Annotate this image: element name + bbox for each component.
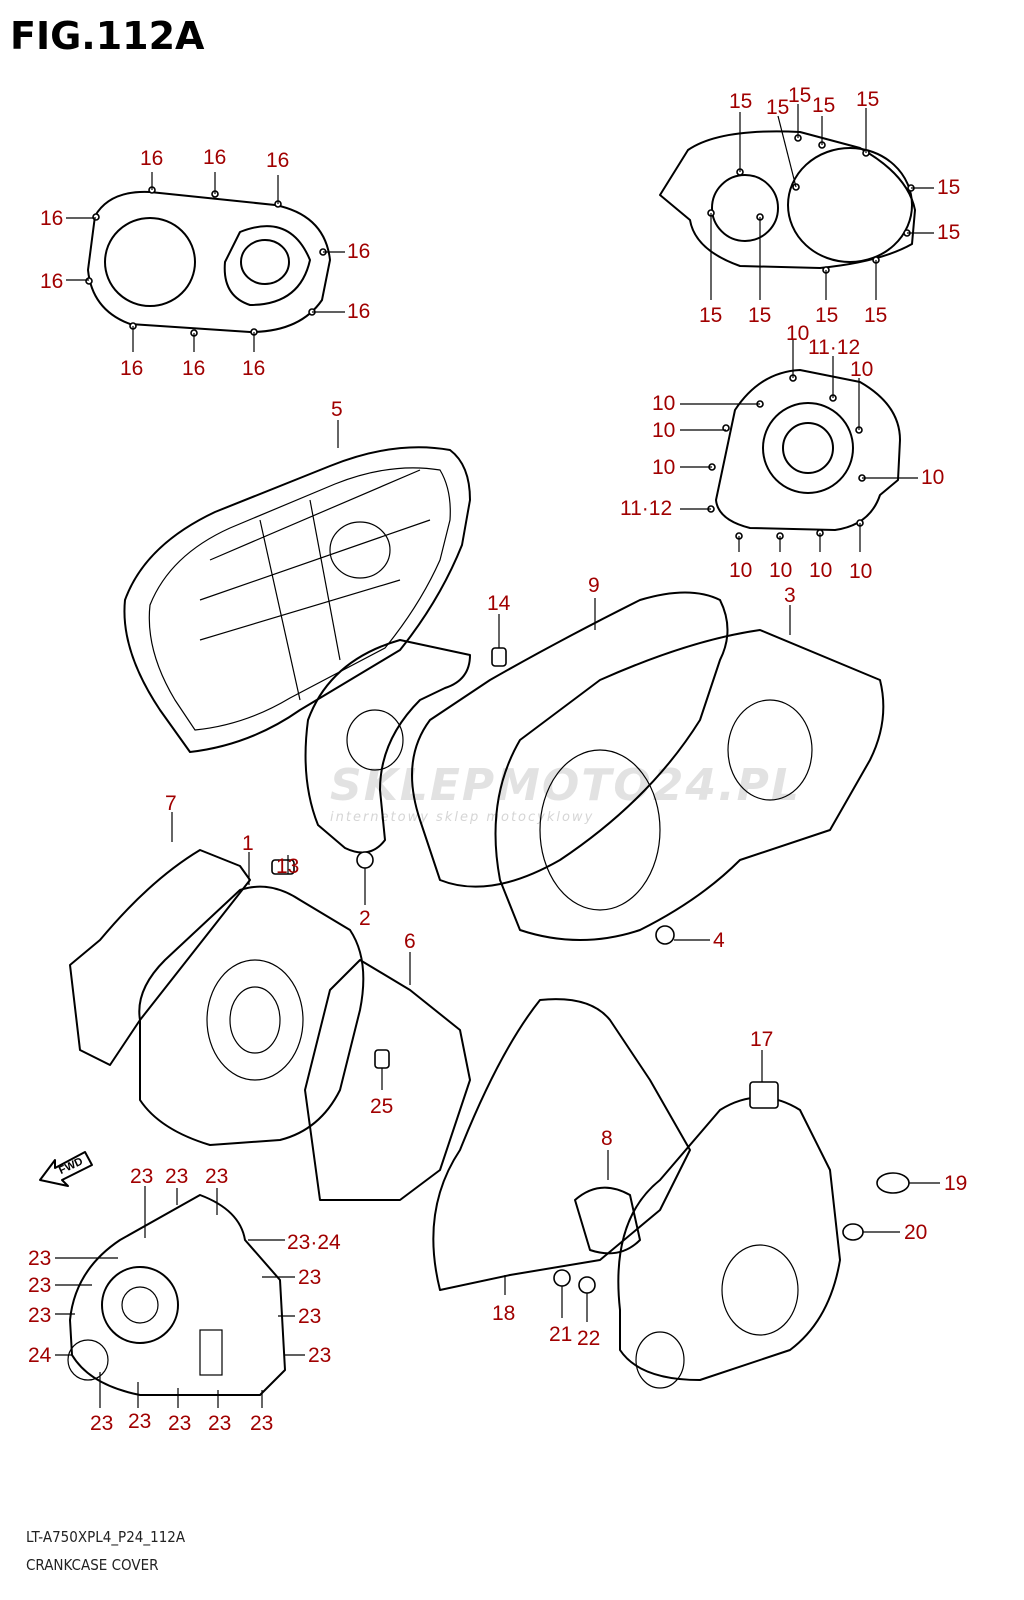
- bolt-layout-16: [66, 172, 345, 352]
- fwd-arrow: FWD: [39, 1151, 93, 1187]
- cover-gasket-9: [411, 591, 729, 888]
- figure-subtitle: CRANKCASE COVER: [26, 1556, 159, 1574]
- watermark-tagline: internetowy sklep motocyklowy: [330, 810, 595, 825]
- svg-text:22: 22: [577, 1327, 600, 1350]
- svg-text:16: 16: [140, 147, 163, 170]
- svg-text:10: 10: [652, 392, 675, 415]
- callouts-15: 15 15 15 15 15 15 15 15 15 15 15: [699, 84, 960, 327]
- crankcase-cover-1: [138, 852, 365, 1146]
- svg-text:16: 16: [347, 240, 370, 263]
- svg-text:10: 10: [849, 560, 872, 583]
- svg-text:16: 16: [347, 300, 370, 323]
- svg-text:23: 23: [28, 1274, 51, 1297]
- svg-text:21: 21: [549, 1323, 572, 1346]
- callouts-10: 10 10 10 10 10 10 10 10 10 10 11·12 11·1…: [620, 322, 944, 583]
- svg-text:15: 15: [788, 84, 811, 107]
- svg-text:13: 13: [276, 855, 299, 878]
- gasket-18: [432, 998, 691, 1295]
- svg-text:18: 18: [492, 1302, 515, 1325]
- svg-text:16: 16: [40, 207, 63, 230]
- bolt-layout-23: [55, 1186, 305, 1408]
- svg-text:15: 15: [812, 94, 835, 117]
- bolt-layout-15: [659, 104, 934, 300]
- svg-text:23: 23: [208, 1412, 231, 1435]
- svg-text:2: 2: [359, 907, 371, 930]
- figure-title: FIG.112A: [10, 14, 205, 58]
- svg-text:23: 23: [298, 1266, 321, 1289]
- watermark-text: SKLEPMOTO24.PL: [330, 760, 801, 811]
- svg-text:10: 10: [809, 559, 832, 582]
- svg-text:23: 23: [205, 1165, 228, 1188]
- bolt-layout-10: [680, 340, 918, 552]
- svg-text:24: 24: [28, 1344, 52, 1367]
- svg-text:23: 23: [165, 1165, 188, 1188]
- svg-text:16: 16: [120, 357, 143, 380]
- svg-text:1: 1: [242, 832, 254, 855]
- svg-text:5: 5: [331, 398, 343, 421]
- svg-text:15: 15: [766, 96, 789, 119]
- svg-text:15: 15: [748, 304, 771, 327]
- svg-text:23·24: 23·24: [287, 1231, 341, 1254]
- svg-text:15: 15: [937, 221, 960, 244]
- plate-8: [574, 1150, 641, 1255]
- svg-text:23: 23: [250, 1412, 273, 1435]
- svg-text:9: 9: [588, 574, 600, 597]
- svg-text:15: 15: [729, 90, 752, 113]
- figure-code: LT-A750XPL4_P24_112A: [26, 1528, 186, 1546]
- svg-text:15: 15: [864, 304, 887, 327]
- svg-text:10: 10: [850, 358, 873, 381]
- water-pump-cover-17: [617, 1050, 841, 1389]
- svg-text:19: 19: [944, 1172, 967, 1195]
- svg-text:23: 23: [28, 1304, 51, 1327]
- small-parts-right: [553, 1172, 940, 1322]
- crankcase-cover-3: [494, 605, 885, 945]
- svg-text:10: 10: [652, 456, 675, 479]
- svg-text:16: 16: [203, 146, 226, 169]
- clutch-outer-cover: [123, 420, 471, 753]
- svg-text:15: 15: [856, 88, 879, 111]
- svg-text:15: 15: [699, 304, 722, 327]
- inner-bracket: [304, 639, 471, 905]
- gasket-7: [69, 812, 251, 1066]
- svg-text:20: 20: [904, 1221, 927, 1244]
- svg-text:16: 16: [242, 357, 265, 380]
- svg-text:10: 10: [729, 559, 752, 582]
- svg-text:17: 17: [750, 1028, 773, 1051]
- svg-text:25: 25: [370, 1095, 393, 1118]
- svg-text:23: 23: [298, 1305, 321, 1328]
- svg-text:23: 23: [90, 1412, 113, 1435]
- svg-text:23: 23: [128, 1410, 151, 1433]
- svg-text:11·12: 11·12: [808, 336, 860, 359]
- svg-text:10: 10: [786, 322, 809, 345]
- callouts-16: 16 16 16 16 16 16 16 16 16 16: [40, 146, 370, 380]
- svg-text:16: 16: [40, 270, 63, 293]
- svg-text:10: 10: [921, 466, 944, 489]
- svg-text:3: 3: [784, 584, 796, 607]
- small-parts: [271, 614, 507, 1090]
- svg-text:8: 8: [601, 1127, 613, 1150]
- svg-text:10: 10: [769, 559, 792, 582]
- svg-text:4: 4: [713, 929, 725, 952]
- svg-text:15: 15: [815, 304, 838, 327]
- svg-text:6: 6: [404, 930, 416, 953]
- svg-text:7: 7: [165, 792, 177, 815]
- svg-text:15: 15: [937, 176, 960, 199]
- callouts-main: 1 2 3 4 5 6 7 8 9 13 14 17 18 19 20 21 2…: [165, 398, 967, 1350]
- svg-text:16: 16: [266, 149, 289, 172]
- gasket-6: [304, 952, 471, 1201]
- svg-text:23: 23: [168, 1412, 191, 1435]
- svg-text:14: 14: [487, 592, 511, 615]
- svg-text:16: 16: [182, 357, 205, 380]
- svg-text:11·12: 11·12: [620, 497, 672, 520]
- svg-text:23: 23: [130, 1165, 153, 1188]
- callouts-23: 23 23 23 23 23 23 23 23 23 23 23 23 23 2…: [28, 1165, 341, 1435]
- svg-text:10: 10: [652, 419, 675, 442]
- svg-text:23: 23: [308, 1344, 331, 1367]
- svg-text:23: 23: [28, 1247, 51, 1270]
- fwd-label: FWD: [57, 1155, 85, 1176]
